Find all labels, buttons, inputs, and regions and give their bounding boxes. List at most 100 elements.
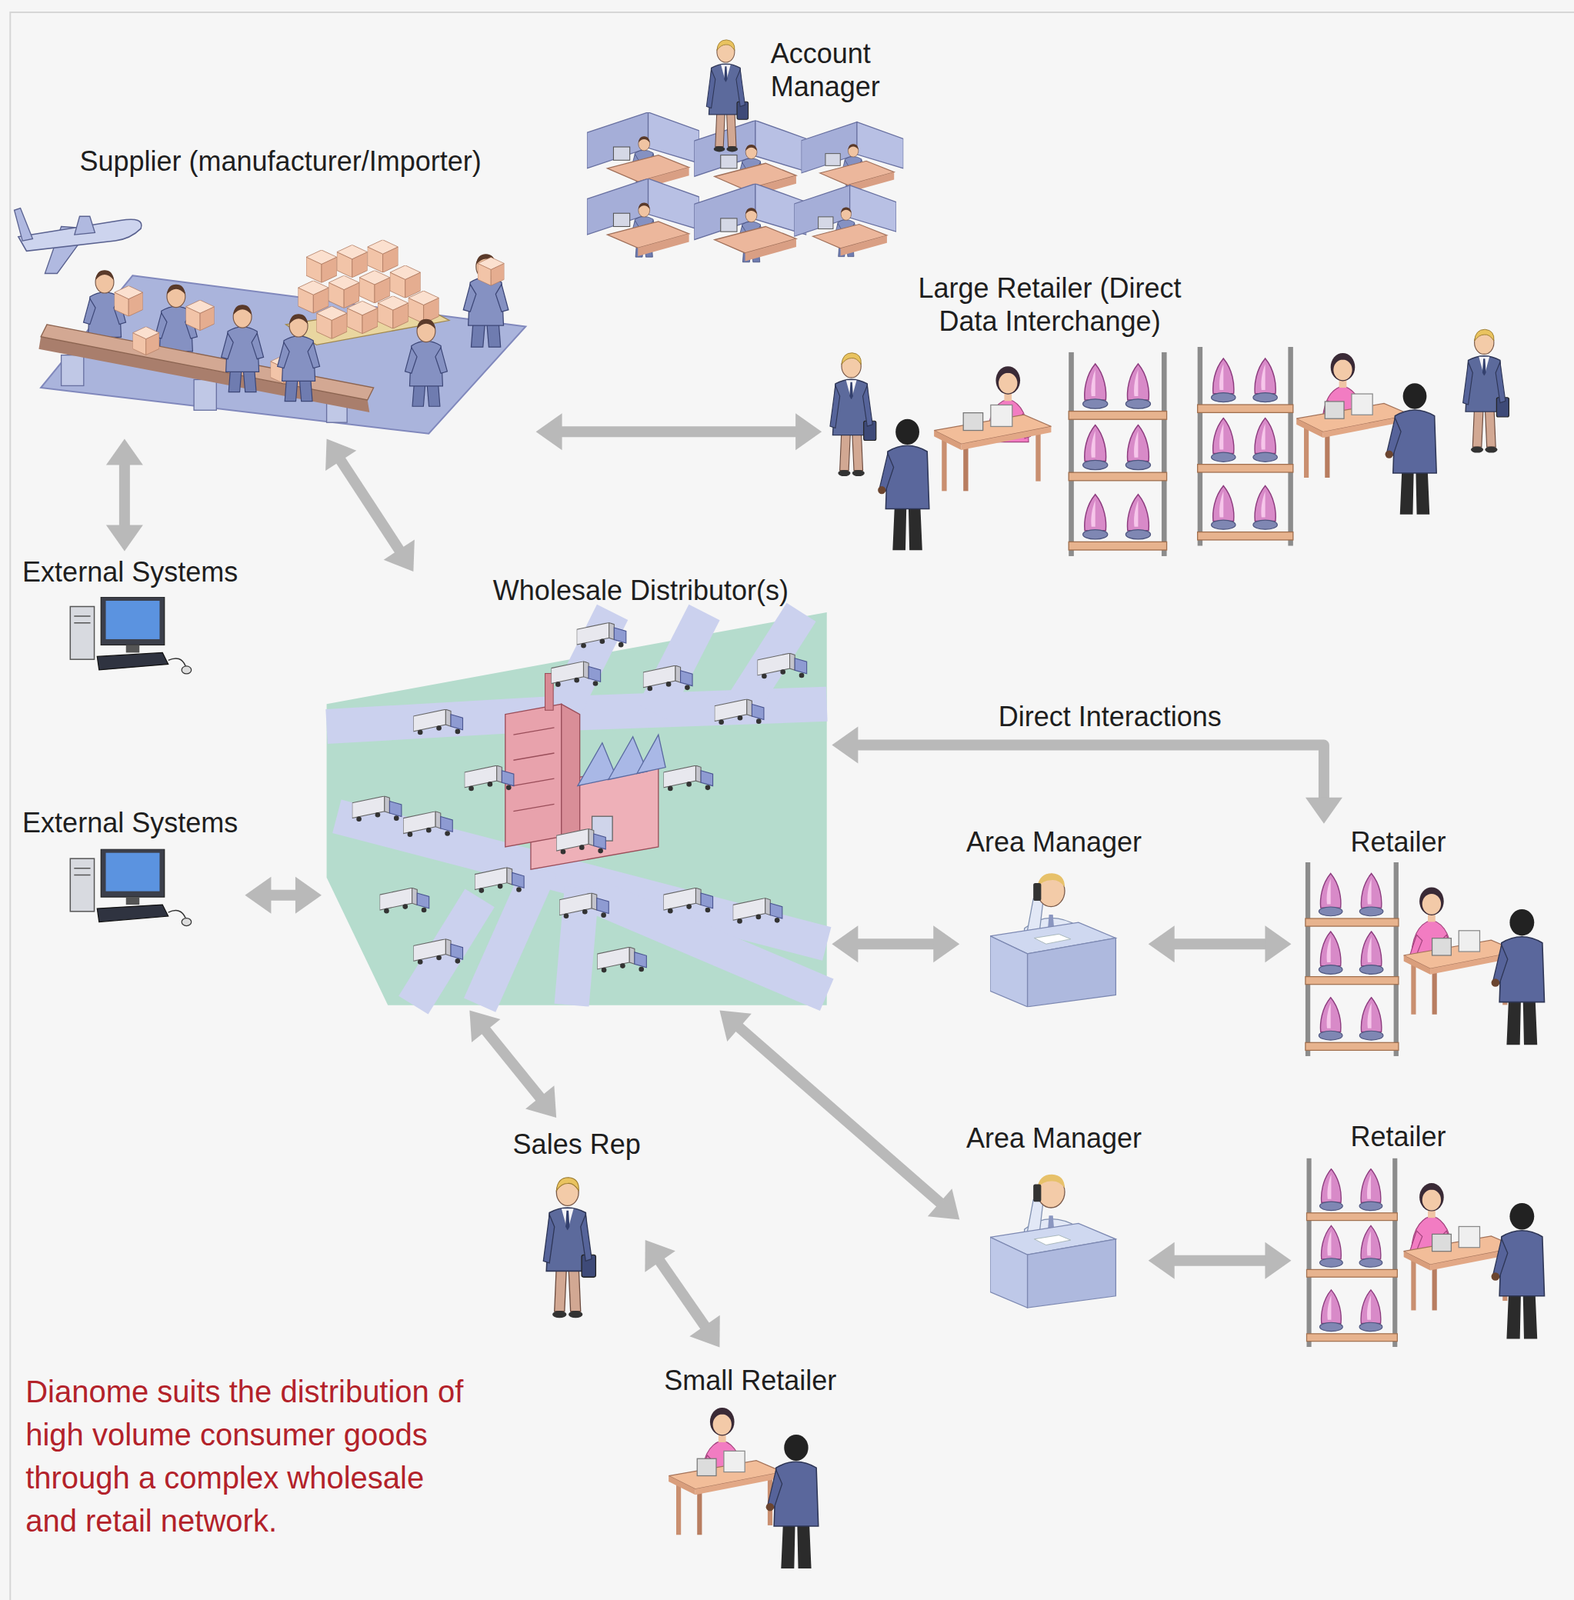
illustration-part [933, 404, 1052, 491]
arrow-head [689, 1315, 720, 1348]
illustration-part [346, 300, 378, 334]
connector-line [119, 463, 131, 527]
illustration-part [70, 849, 191, 927]
connector-arrow [469, 1010, 557, 1118]
arrow-head [831, 726, 858, 764]
arrow-head [383, 539, 415, 572]
illustration-part [463, 253, 509, 347]
figure-label: Large Retailer (Direct Data Interchange) [910, 271, 1190, 338]
illustration-part [636, 734, 666, 774]
factory-floor [14, 208, 527, 434]
arrow-head [1148, 925, 1175, 963]
illustration-part [1305, 862, 1399, 1057]
figure-label: External Systems [22, 555, 238, 589]
connector-line [269, 890, 297, 901]
illustration-part [990, 873, 1116, 1007]
connector-arrow [831, 726, 1343, 824]
illustration-part [586, 178, 700, 257]
figure-node: Retailer [1290, 823, 1567, 1059]
connector-arrow [325, 439, 415, 573]
illustration-part [380, 887, 430, 914]
illustration-part [352, 796, 402, 822]
arrow-head [1264, 925, 1291, 963]
connector-line [1173, 938, 1268, 950]
figure-label: External Systems [22, 806, 238, 840]
figure-node: Sales Rep [508, 1117, 646, 1322]
illustration-part [403, 811, 453, 838]
arrow-head [719, 1010, 751, 1042]
arrow-head [469, 1010, 501, 1044]
illustration-part [556, 828, 606, 854]
illustration-part [793, 185, 897, 257]
illustration-part [70, 596, 191, 674]
figure-label: Supplier (manufacturer/Importer) [79, 144, 481, 178]
illustration-part [477, 256, 504, 286]
connector-label: Direct Interactions [995, 700, 1225, 734]
sales-rep-figure [543, 1177, 596, 1319]
connector-arrow [1148, 925, 1292, 963]
large-retail-store [830, 329, 1509, 557]
illustration-part [550, 661, 601, 687]
illustration-part [990, 1174, 1116, 1308]
arrow-head [933, 925, 960, 963]
computers [70, 596, 191, 927]
arrow-head [1305, 797, 1343, 824]
illustration-part [10, 12, 1574, 1600]
illustration-part [328, 275, 360, 308]
illustration-part [543, 1177, 596, 1319]
illustration-part [1306, 1158, 1398, 1348]
figure-node: Account Manager [576, 30, 914, 261]
connector-arrow [1148, 1242, 1292, 1280]
connector-line [738, 1027, 942, 1204]
illustration-part [576, 622, 627, 648]
illustration-part [413, 709, 463, 735]
arrow-head [644, 1240, 675, 1273]
connector-arrow [831, 925, 960, 963]
figure-node: Area Manager [959, 823, 1148, 1008]
caption-text: Dianome suits the distribution of high v… [25, 1370, 474, 1543]
small-retail-stand [668, 1407, 819, 1569]
figure-node: Retailer [1290, 1120, 1567, 1351]
connector-arrow [106, 439, 144, 552]
figure-label: Sales Rep [513, 1127, 641, 1161]
illustration-part [663, 765, 713, 791]
illustration-part [733, 898, 783, 924]
figure-node: External Systems [15, 550, 246, 679]
figure-label: Retailer [1350, 825, 1446, 859]
figure-label: Small Retailer [663, 1363, 837, 1398]
illustration-part [1463, 329, 1510, 453]
arrow-head [106, 524, 144, 551]
illustration-part [336, 244, 368, 277]
illustration-part [653, 612, 704, 713]
arrow-head [325, 439, 357, 472]
illustration-part [830, 353, 877, 477]
illustration-part [132, 326, 159, 356]
figure-node: Area Manager [959, 1120, 1148, 1320]
connector-arrow [244, 877, 322, 914]
illustration-part [14, 208, 142, 274]
illustration-part [513, 778, 554, 786]
arrow-head [244, 877, 271, 914]
arrow-head [795, 413, 822, 451]
illustration-part [390, 265, 421, 298]
illustration-part [693, 183, 807, 263]
illustration-part [643, 665, 693, 691]
retail-stores [1305, 862, 1545, 1348]
connector-arrow [644, 1240, 720, 1348]
connector-line [484, 1029, 541, 1099]
illustration-part [193, 379, 217, 411]
illustration-part [668, 1450, 784, 1535]
illustration-part [221, 304, 264, 392]
figure-node: Large Retailer (Direct Data Interchange) [821, 267, 1531, 564]
illustration-part [367, 240, 399, 273]
figure-node: Wholesale Distributor(s) [321, 571, 832, 1011]
illustration-part [413, 939, 463, 965]
illustration-part [377, 296, 409, 329]
illustration-part [408, 290, 440, 324]
illustration-part [1491, 1203, 1545, 1339]
figure-label: Area Manager [966, 825, 1142, 859]
illustration-part [316, 306, 347, 339]
connector-line [1173, 1255, 1268, 1267]
illustration-part [359, 270, 391, 304]
